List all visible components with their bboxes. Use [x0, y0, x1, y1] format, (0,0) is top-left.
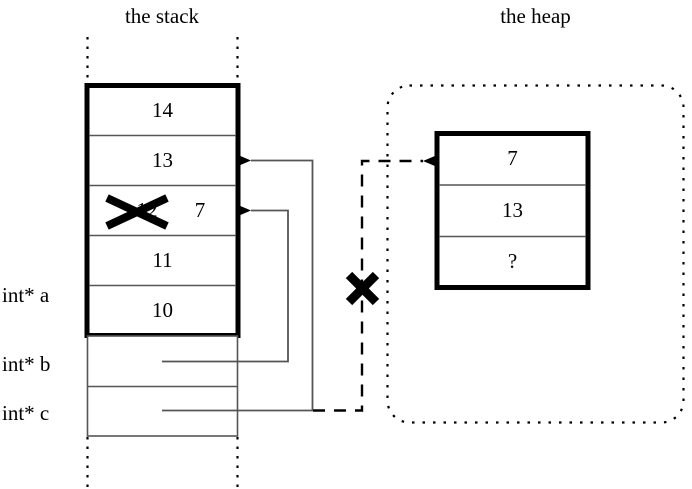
x-mark-icon-heap-pointer	[345, 271, 380, 306]
stack-cell-value-3: 11	[152, 248, 173, 272]
stack-cell-value-0: 14	[152, 98, 173, 122]
pointer-label-c: int* c	[2, 401, 50, 425]
connector-b-to-stack-7	[162, 205, 289, 363]
x-mark-icon-stack-cell	[105, 194, 169, 230]
pointer-label-a: int* a	[2, 283, 50, 307]
heap-block-box	[434, 131, 591, 290]
heap-title: the heap	[500, 4, 571, 28]
stack-cell-value-4: 10	[152, 298, 173, 322]
connector-c-to-stack-13	[162, 155, 314, 412]
heap-cell-value-0: 7	[507, 146, 518, 170]
heap-cell-value-2: ?	[507, 249, 518, 273]
stack-cell-value-1: 13	[152, 148, 173, 172]
heap-cell-value-1: 13	[502, 198, 523, 222]
stack-pointer-rows-box	[86, 335, 239, 437]
pointer-label-b: int* b	[2, 352, 51, 376]
stack-dotted-bottom	[86, 437, 239, 489]
heap-region-outline	[386, 84, 685, 424]
stack-cell-value-2-old: 12	[136, 198, 158, 222]
stack-title: the stack	[124, 4, 200, 28]
stack-dotted-top	[86, 37, 239, 85]
stack-cell-value-2-new: 7	[194, 198, 206, 222]
stack-frame-box	[84, 83, 241, 338]
